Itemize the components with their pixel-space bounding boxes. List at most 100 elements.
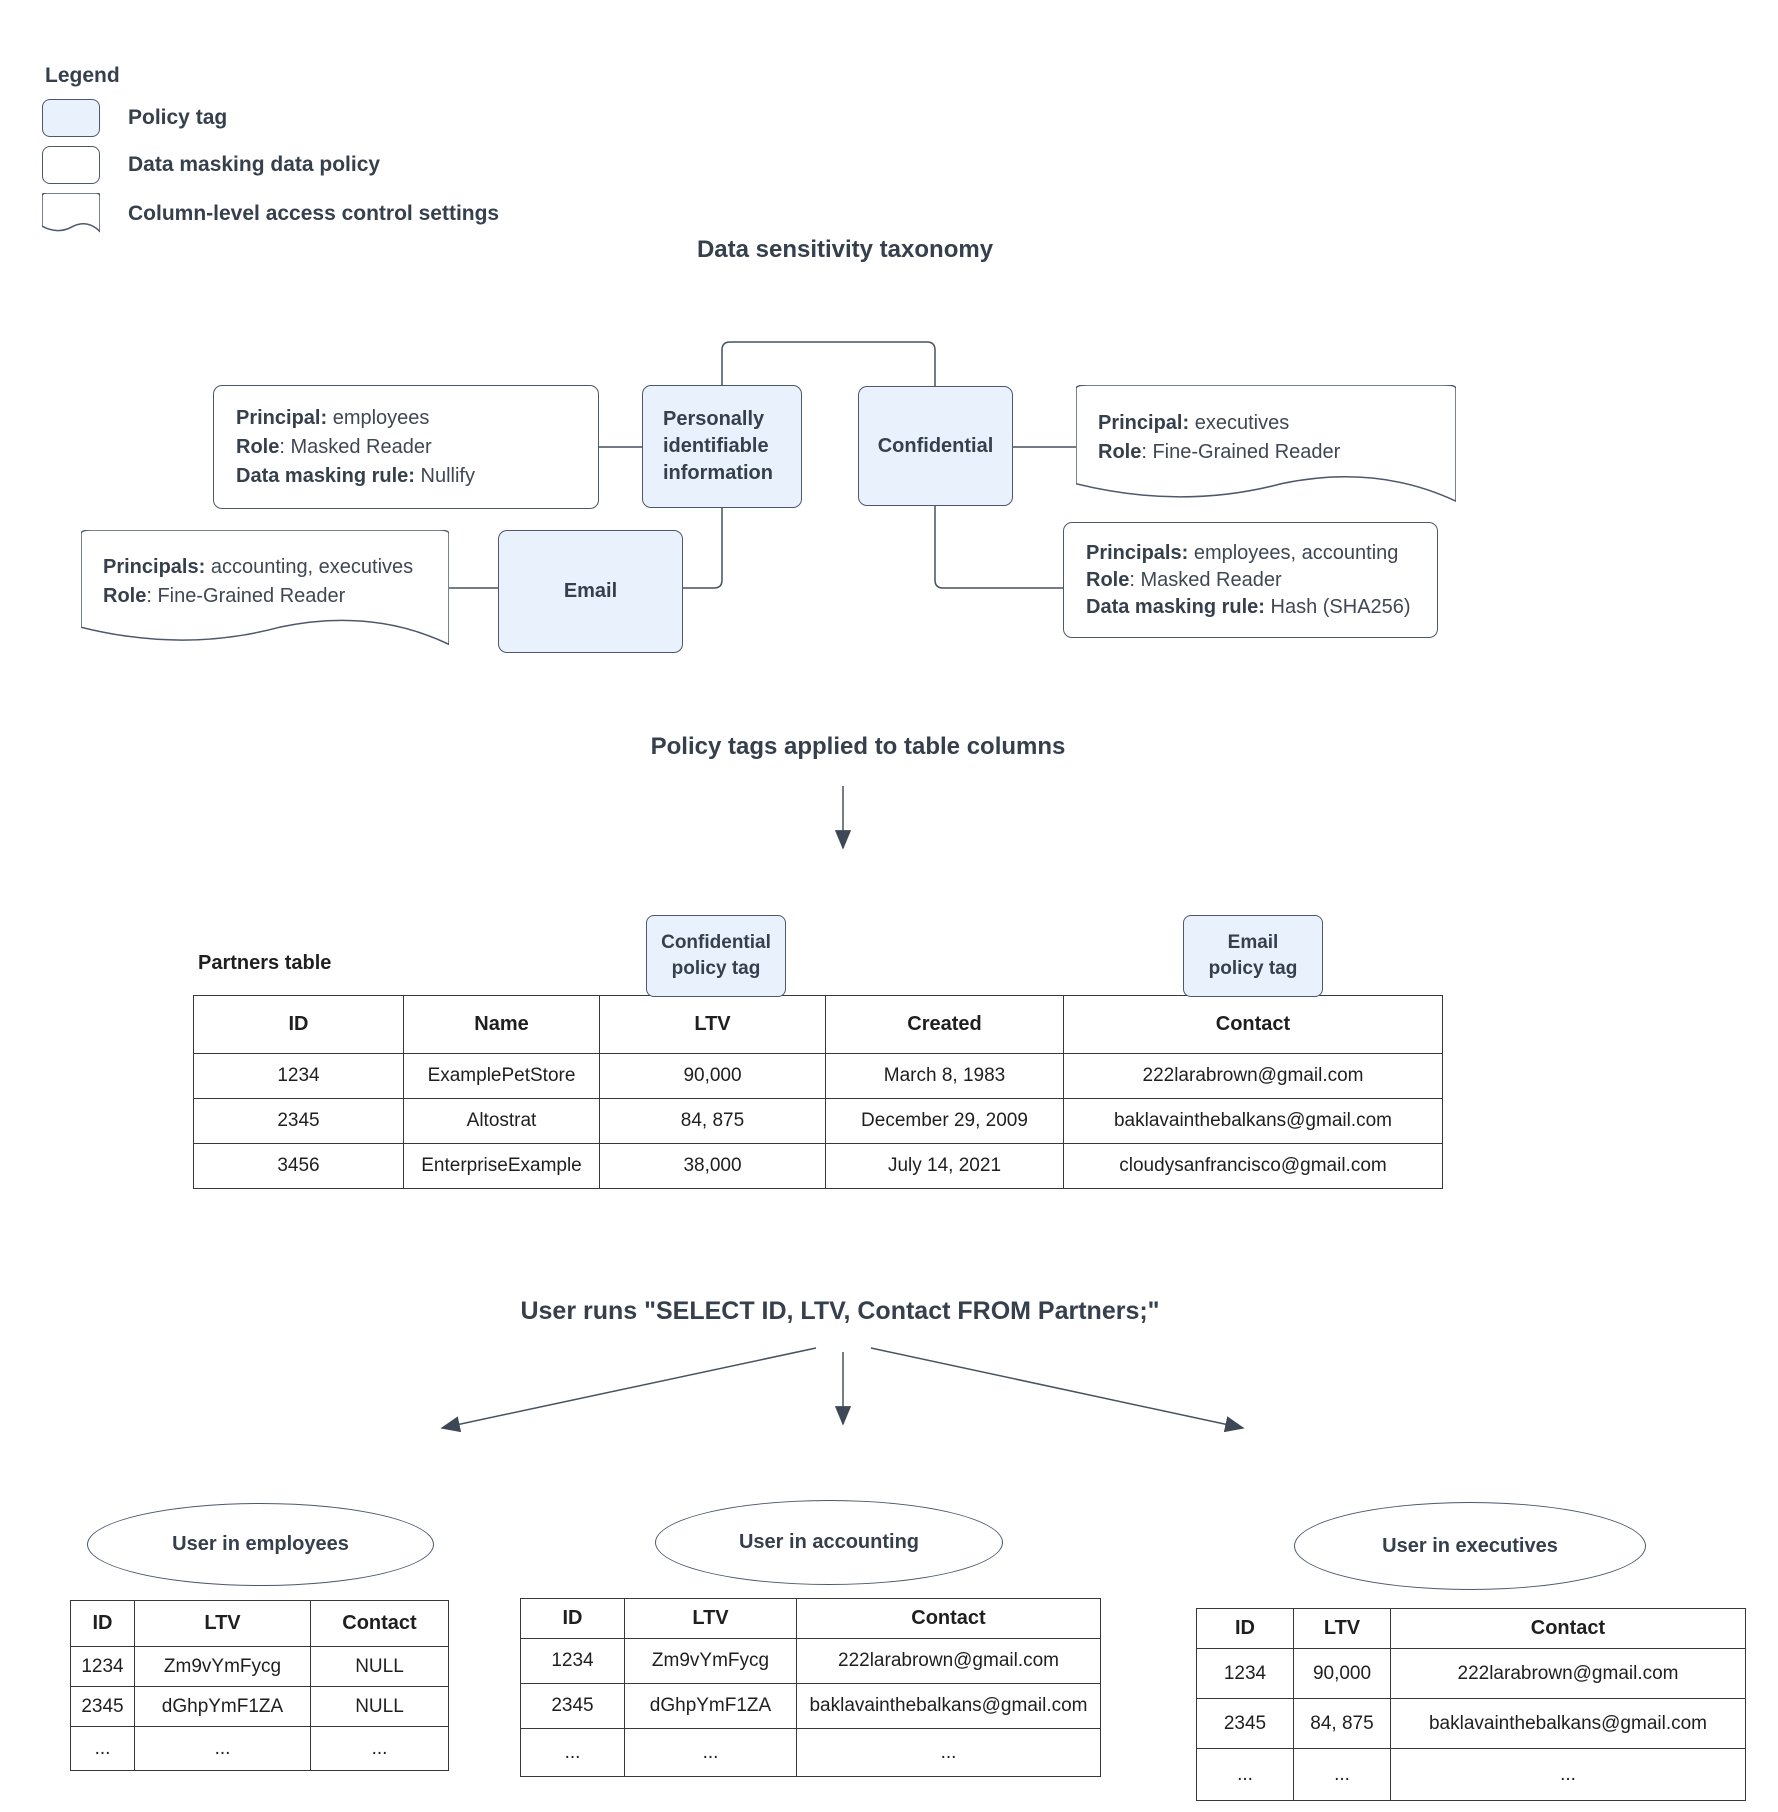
- cell: 1234: [1196, 1648, 1294, 1699]
- cell: dGhpYmF1ZA: [134, 1686, 311, 1727]
- cell: 90,000: [599, 1053, 826, 1099]
- taxonomy-title: Data sensitivity taxonomy: [696, 236, 994, 263]
- table-row: 2345 dGhpYmF1ZA NULL: [70, 1686, 449, 1727]
- cell: 2345: [1196, 1698, 1294, 1749]
- header-ltv: LTV: [624, 1598, 797, 1639]
- cell: 1234: [193, 1053, 404, 1099]
- partners-header-ltv: LTV: [599, 995, 826, 1054]
- acl-doc-executives: Principal: executives Role: Fine-Grained…: [1076, 385, 1456, 510]
- cell: ...: [1293, 1748, 1391, 1801]
- result-header-row: ID LTV Contact: [1196, 1608, 1746, 1649]
- cell: 222larabrown@gmail.com: [1390, 1648, 1746, 1699]
- partners-header-name: Name: [403, 995, 600, 1054]
- oval-label: User in executives: [1382, 1534, 1558, 1557]
- policy-tag-label: Email: [563, 580, 618, 602]
- policy-tag-confidential: Confidential: [858, 386, 1013, 506]
- cell: Zm9vYmFycg: [624, 1638, 797, 1684]
- legend-item-column-level-acl: Column-level access control settings: [42, 193, 499, 235]
- cell: ...: [520, 1728, 625, 1777]
- cell: EnterpriseExample: [403, 1143, 600, 1189]
- header-contact: Contact: [310, 1600, 449, 1647]
- policy-tag-swatch: [42, 99, 100, 137]
- employees-result-table: ID LTV Contact 1234 Zm9vYmFycg NULL 2345…: [70, 1600, 449, 1771]
- cell: 84, 875: [599, 1098, 826, 1144]
- policy-tag-label: Confidential: [877, 434, 994, 457]
- policy-line: Principal: executives: [1098, 411, 1290, 434]
- legend-item-data-masking-policy: Data masking data policy: [42, 146, 380, 184]
- result-header-row: ID LTV Contact: [70, 1600, 449, 1647]
- table-row: 3456 EnterpriseExample 38,000 July 14, 2…: [193, 1143, 1443, 1189]
- table-row: ... ... ...: [520, 1728, 1101, 1777]
- cell: 2345: [193, 1098, 404, 1144]
- header-ltv: LTV: [134, 1600, 311, 1647]
- header-ltv: LTV: [1293, 1608, 1391, 1649]
- policy-line: Role: Masked Reader: [1086, 568, 1282, 591]
- table-row: 2345 Altostrat 84, 875 December 29, 2009…: [193, 1098, 1443, 1144]
- table-row: 1234 ExamplePetStore 90,000 March 8, 198…: [193, 1053, 1443, 1099]
- table-row: 1234 Zm9vYmFycg NULL: [70, 1646, 449, 1687]
- callout-line: policy tag: [1208, 958, 1298, 979]
- legend-item-label: Data masking data policy: [128, 153, 381, 176]
- applied-title: Policy tags applied to table columns: [650, 733, 1066, 760]
- header-id: ID: [1196, 1608, 1294, 1649]
- cell: 3456: [193, 1143, 404, 1189]
- cell: cloudysanfrancisco@gmail.com: [1063, 1143, 1443, 1189]
- cell: baklavainthebalkans@gmail.com: [796, 1683, 1101, 1729]
- cell: 1234: [70, 1646, 135, 1687]
- header-contact: Contact: [796, 1598, 1101, 1639]
- legend-item-policy-tag: Policy tag: [42, 99, 227, 137]
- cell: 222larabrown@gmail.com: [1063, 1053, 1443, 1099]
- cell: ...: [796, 1728, 1101, 1777]
- policy-line: Data masking rule: Nullify: [236, 464, 475, 487]
- cell: 38,000: [599, 1143, 826, 1189]
- acl-doc-text: Principals: accounting, executives Role:…: [103, 544, 441, 619]
- partners-header-created: Created: [825, 995, 1064, 1054]
- policy-line: Principals: employees, accounting: [1086, 541, 1399, 564]
- cell: ExamplePetStore: [403, 1053, 600, 1099]
- cell: Zm9vYmFycg: [134, 1646, 311, 1687]
- header-id: ID: [70, 1600, 135, 1647]
- callout-line: policy tag: [671, 958, 761, 979]
- result-header-row: ID LTV Contact: [520, 1598, 1101, 1639]
- cell: ...: [310, 1726, 449, 1771]
- cell: 222larabrown@gmail.com: [796, 1638, 1101, 1684]
- cell: NULL: [310, 1646, 449, 1687]
- cell: 1234: [520, 1638, 625, 1684]
- callout-line: Email: [1227, 932, 1279, 953]
- legend-item-label: Column-level access control settings: [128, 202, 500, 225]
- oval-user-in-accounting: User in accounting: [655, 1500, 1003, 1585]
- acl-doc-text: Principal: executives Role: Fine-Grained…: [1098, 399, 1448, 476]
- policy-line: Role: Fine-Grained Reader: [1098, 440, 1341, 463]
- cell: July 14, 2021: [825, 1143, 1064, 1189]
- acl-doc-accounting-executives: Principals: accounting, executives Role:…: [81, 530, 449, 653]
- oval-label: User in employees: [172, 1533, 349, 1555]
- cell: ...: [1196, 1748, 1294, 1801]
- cell: December 29, 2009: [825, 1098, 1064, 1144]
- table-row: ... ... ...: [70, 1726, 449, 1771]
- executives-result-table: ID LTV Contact 1234 90,000 222larabrown@…: [1196, 1608, 1746, 1801]
- policy-tag-pii: Personally identifiable information: [642, 385, 802, 508]
- table-row: ... ... ...: [1196, 1748, 1746, 1801]
- cell: 2345: [520, 1683, 625, 1729]
- cell: ...: [70, 1726, 135, 1771]
- policy-line: Principals: accounting, executives: [103, 555, 414, 578]
- cell: ...: [624, 1728, 797, 1777]
- data-masking-policy-swatch: [42, 146, 100, 184]
- cell: dGhpYmF1ZA: [624, 1683, 797, 1729]
- callout-line: Confidential: [661, 932, 771, 953]
- legend-item-label: Policy tag: [128, 106, 228, 129]
- table-row: 1234 90,000 222larabrown@gmail.com: [1196, 1648, 1746, 1699]
- header-contact: Contact: [1390, 1608, 1746, 1649]
- partners-table-label: Partners table: [198, 952, 332, 974]
- header-id: ID: [520, 1598, 625, 1639]
- cell: baklavainthebalkans@gmail.com: [1390, 1698, 1746, 1749]
- accounting-result-table: ID LTV Contact 1234 Zm9vYmFycg 222larabr…: [520, 1598, 1101, 1777]
- oval-user-in-executives: User in executives: [1294, 1502, 1646, 1590]
- policy-line: Principal: employees: [236, 406, 430, 429]
- cell: 90,000: [1293, 1648, 1391, 1699]
- legend-title: Legend: [45, 64, 120, 87]
- table-row: 2345 84, 875 baklavainthebalkans@gmail.c…: [1196, 1698, 1746, 1749]
- table-row: 2345 dGhpYmF1ZA baklavainthebalkans@gmai…: [520, 1683, 1101, 1729]
- policy-line: Data masking rule: Hash (SHA256): [1086, 595, 1411, 618]
